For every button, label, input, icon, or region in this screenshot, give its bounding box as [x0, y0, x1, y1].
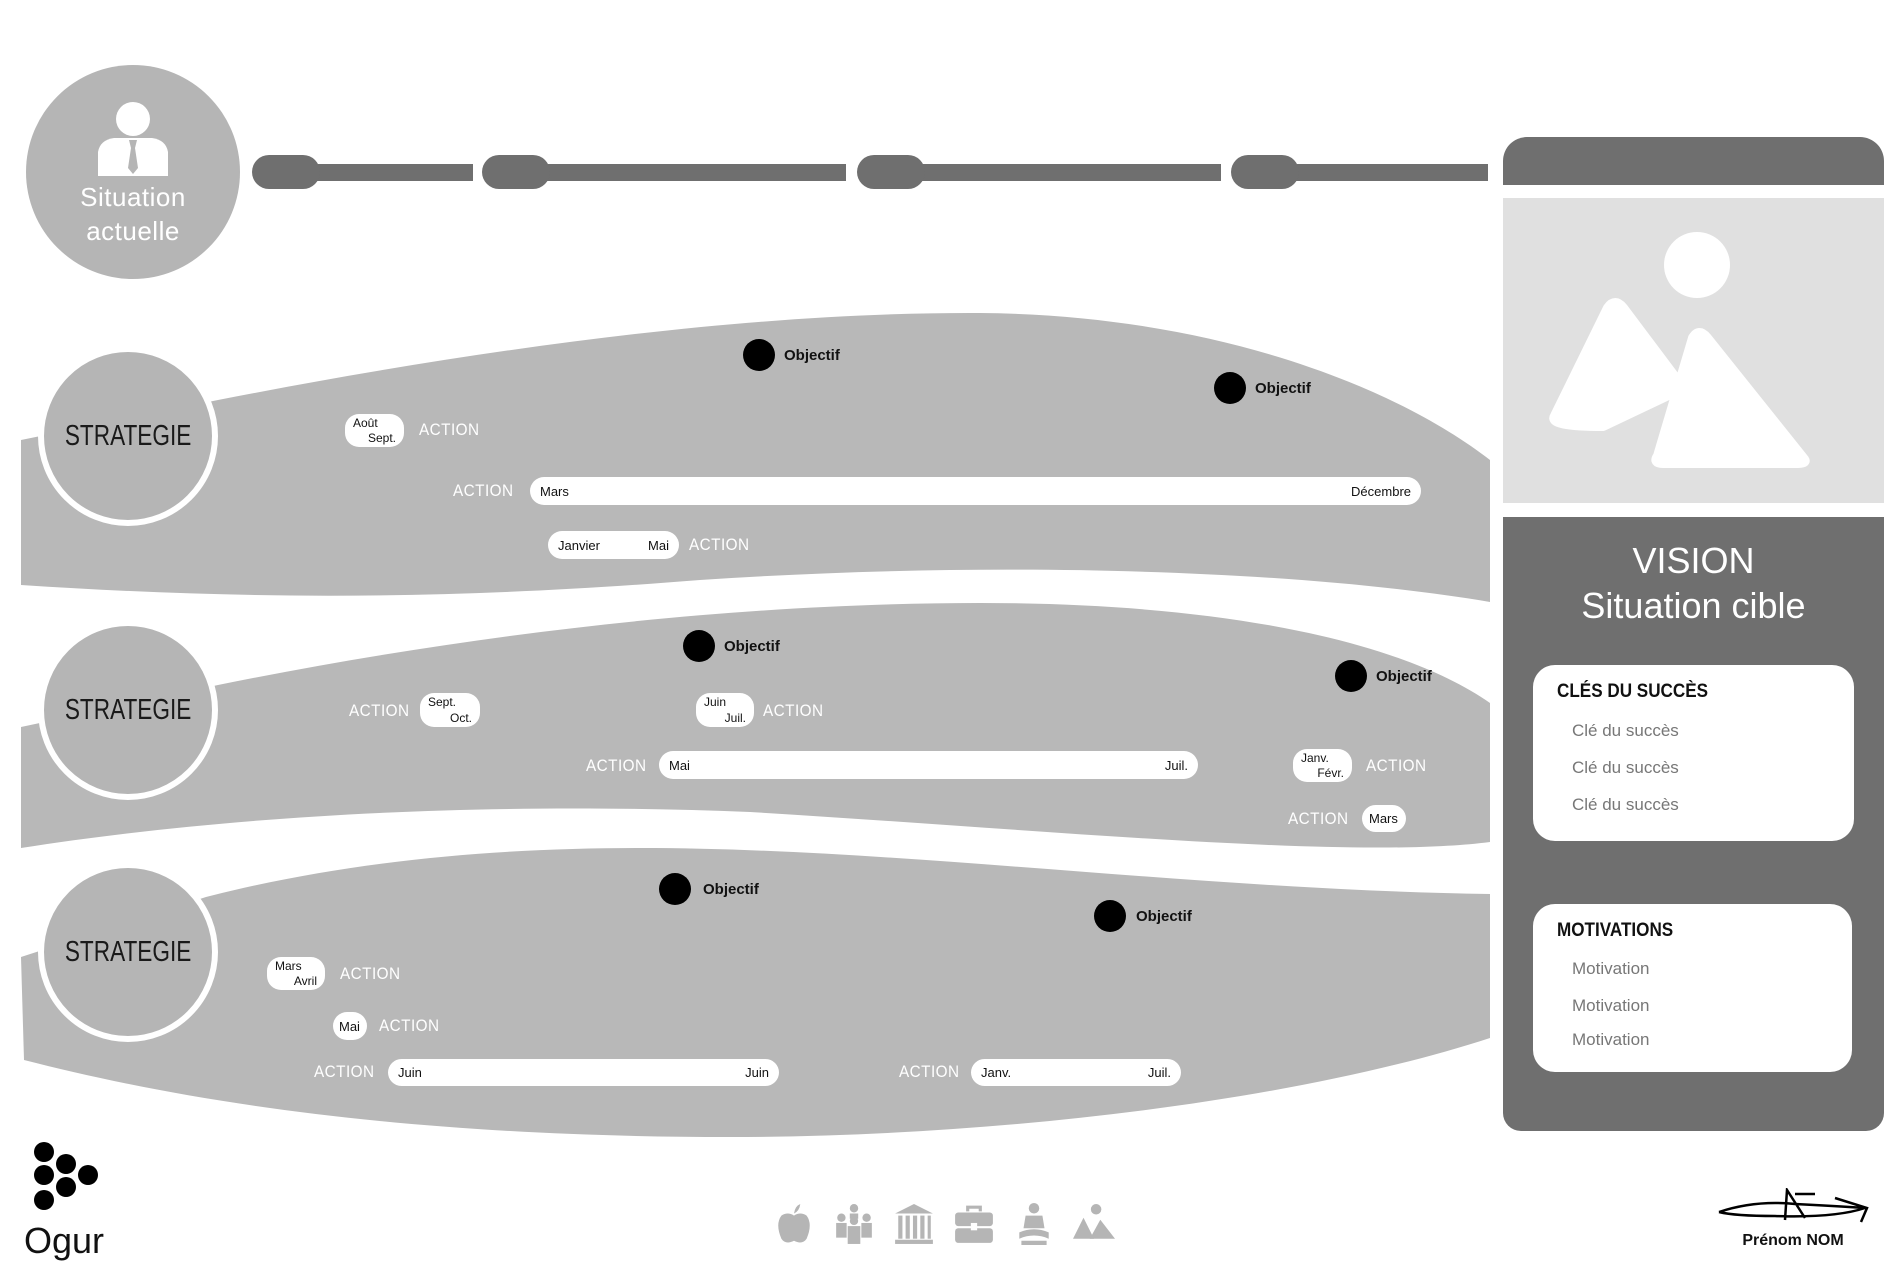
action-label[interactable]: ACTION [689, 535, 750, 554]
vision-title: VISION [1632, 540, 1755, 581]
date-pill[interactable]: Mars [1362, 805, 1406, 832]
objective-dot [683, 630, 715, 662]
action-label[interactable]: ACTION [453, 481, 514, 500]
vision-header-bar [1503, 137, 1884, 185]
action-label[interactable]: ACTION [1366, 756, 1427, 775]
timeline-marker [252, 155, 320, 189]
timeline-marker [1231, 155, 1299, 189]
date-pill[interactable]: Mai [333, 1012, 367, 1040]
objective-dot [1214, 372, 1246, 404]
motivations-title: MOTIVATIONS [1557, 920, 1674, 941]
signature [1718, 1188, 1869, 1223]
action-duration-bar[interactable]: Janv.Juil. [971, 1059, 1181, 1086]
objective-label: Objectif [1376, 668, 1432, 685]
key-item[interactable]: Clé du succès [1572, 795, 1679, 814]
motivation-item[interactable]: Motivation [1572, 996, 1650, 1015]
timeline-segment [490, 164, 846, 181]
action-label[interactable]: ACTION [899, 1062, 960, 1081]
motivations-box: MOTIVATIONS Motivation Motivation Motiva… [1533, 904, 1852, 1072]
objective-label: Objectif [724, 638, 780, 655]
briefcase-icon [955, 1205, 993, 1243]
strategy-band-1 [21, 312, 1490, 602]
strategy-circle: STRATEGIE [38, 620, 218, 800]
meditation-icon [1019, 1203, 1049, 1245]
objective-dot [1094, 900, 1126, 932]
objective-dot [1335, 660, 1367, 692]
key-item[interactable]: Clé du succès [1572, 721, 1679, 740]
brand-name: Ogur [24, 1220, 105, 1261]
strategy-band-2 [21, 603, 1490, 848]
strategy-label: STRATEGIE [64, 693, 192, 726]
objective-label: Objectif [1255, 380, 1311, 397]
institution-icon [895, 1204, 933, 1244]
key-item[interactable]: Clé du succès [1572, 758, 1679, 777]
timeline-marker [857, 155, 925, 189]
motivation-item[interactable]: Motivation [1572, 959, 1650, 978]
action-label[interactable]: ACTION [379, 1016, 440, 1035]
objective-dot [659, 873, 691, 905]
timeline-segment [1239, 164, 1488, 181]
apple-icon [778, 1204, 810, 1243]
keys-title: CLÉS DU SUCCÈS [1557, 681, 1709, 702]
image-placeholder[interactable] [1503, 198, 1884, 503]
timeline-segment [865, 164, 1221, 181]
strategy-circle: STRATEGIE [38, 346, 218, 526]
motivation-item[interactable]: Motivation [1572, 1030, 1650, 1049]
action-label[interactable]: ACTION [349, 701, 410, 720]
action-label[interactable]: ACTION [314, 1062, 375, 1081]
ogur-logo-icon [34, 1142, 98, 1210]
strategy-label: STRATEGIE [64, 935, 192, 968]
signature-name: Prénom NOM [1742, 1232, 1844, 1249]
family-icon [836, 1204, 872, 1244]
person-icon [98, 102, 168, 176]
timeline-marker [482, 155, 550, 189]
objective-label: Objectif [703, 881, 759, 898]
vision-subtitle: Situation cible [1581, 585, 1806, 626]
mountain-icon [1073, 1204, 1115, 1239]
keys-to-success-box: CLÉS DU SUCCÈS Clé du succès Clé du succ… [1533, 665, 1854, 841]
action-label[interactable]: ACTION [586, 756, 647, 775]
strategy-label: STRATEGIE [64, 419, 192, 452]
date-pill[interactable]: Sept.Oct. [420, 693, 480, 727]
objective-label: Objectif [784, 347, 840, 364]
strategy-circle: STRATEGIE [38, 862, 218, 1042]
date-pill[interactable]: Janv.Févr. [1293, 749, 1352, 782]
action-label[interactable]: ACTION [1288, 809, 1349, 828]
action-label[interactable]: ACTION [340, 964, 401, 983]
objective-label: Objectif [1136, 908, 1192, 925]
image-icon [1549, 232, 1810, 468]
action-label[interactable]: ACTION [419, 420, 480, 439]
action-label[interactable]: ACTION [763, 701, 824, 720]
objective-dot [743, 339, 775, 371]
